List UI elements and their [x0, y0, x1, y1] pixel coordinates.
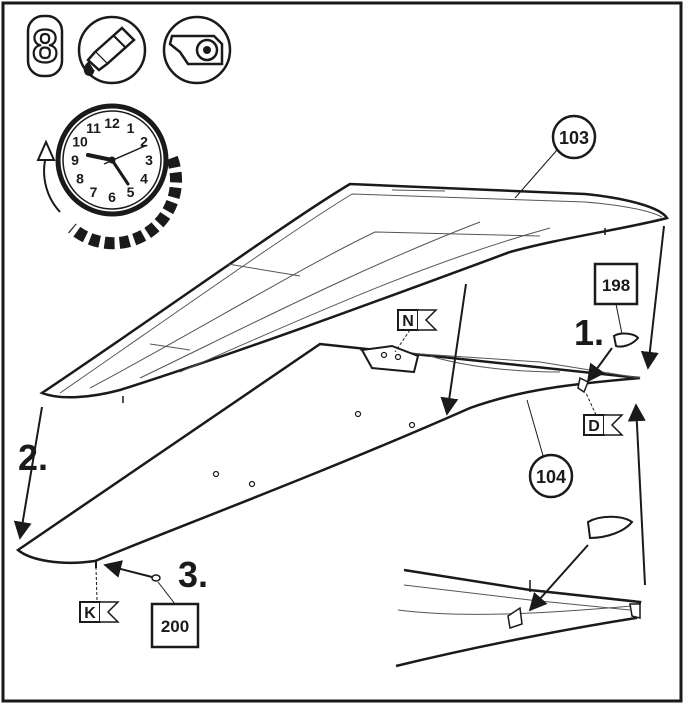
clock-numeral: 7	[90, 184, 98, 200]
callout-104: 104	[528, 453, 574, 499]
flag-k: K	[79, 601, 120, 623]
clock-numeral: 9	[71, 152, 79, 168]
flag-k-text: K	[84, 605, 96, 622]
clock-numeral: 4	[140, 171, 148, 187]
callout-103: 103	[551, 114, 597, 160]
glue-tube-icon	[77, 15, 147, 85]
clock-numeral: 2	[140, 134, 148, 150]
clock-numeral: 1	[127, 120, 135, 136]
mount-block-n	[360, 344, 420, 374]
part-198-detail-icon	[586, 515, 634, 540]
flag-n-text: N	[402, 313, 414, 330]
flag-d: D	[583, 414, 624, 436]
step-label-2: 2.	[18, 437, 48, 478]
clock-hour-hand	[86, 153, 114, 162]
callout-103-text: 103	[559, 128, 589, 148]
clock-numeral: 12	[104, 115, 120, 131]
callout-200-text: 200	[161, 617, 189, 636]
callout-200: 200	[150, 602, 200, 649]
step-label-1: 1.	[574, 312, 604, 353]
upper-wing-part	[39, 182, 669, 403]
detail-inset-wingtip	[395, 515, 642, 668]
part-200-icon	[151, 574, 161, 582]
callout-198: 198	[593, 262, 639, 306]
clock-numeral: 5	[127, 184, 135, 200]
flag-n: N	[397, 309, 438, 331]
clock-numeral: 11	[86, 120, 101, 136]
assembly-arrows	[13, 149, 665, 605]
tab-d	[577, 376, 589, 394]
lower-wing-part	[15, 342, 641, 568]
clock-numeral: 6	[108, 189, 116, 205]
clock-numeral: 8	[76, 171, 84, 187]
tape-icon	[162, 15, 232, 85]
clock-minute-hand	[110, 158, 130, 186]
step-8-badge-icon: 8	[26, 14, 64, 78]
step-label-3: 3.	[178, 554, 208, 595]
clock-numeral: 3	[145, 152, 153, 168]
callout-104-text: 104	[536, 467, 566, 487]
flag-d-text: D	[588, 418, 600, 435]
clock-numeral: 10	[72, 134, 88, 150]
callout-198-text: 198	[602, 276, 630, 295]
step-number: 8	[32, 20, 58, 72]
